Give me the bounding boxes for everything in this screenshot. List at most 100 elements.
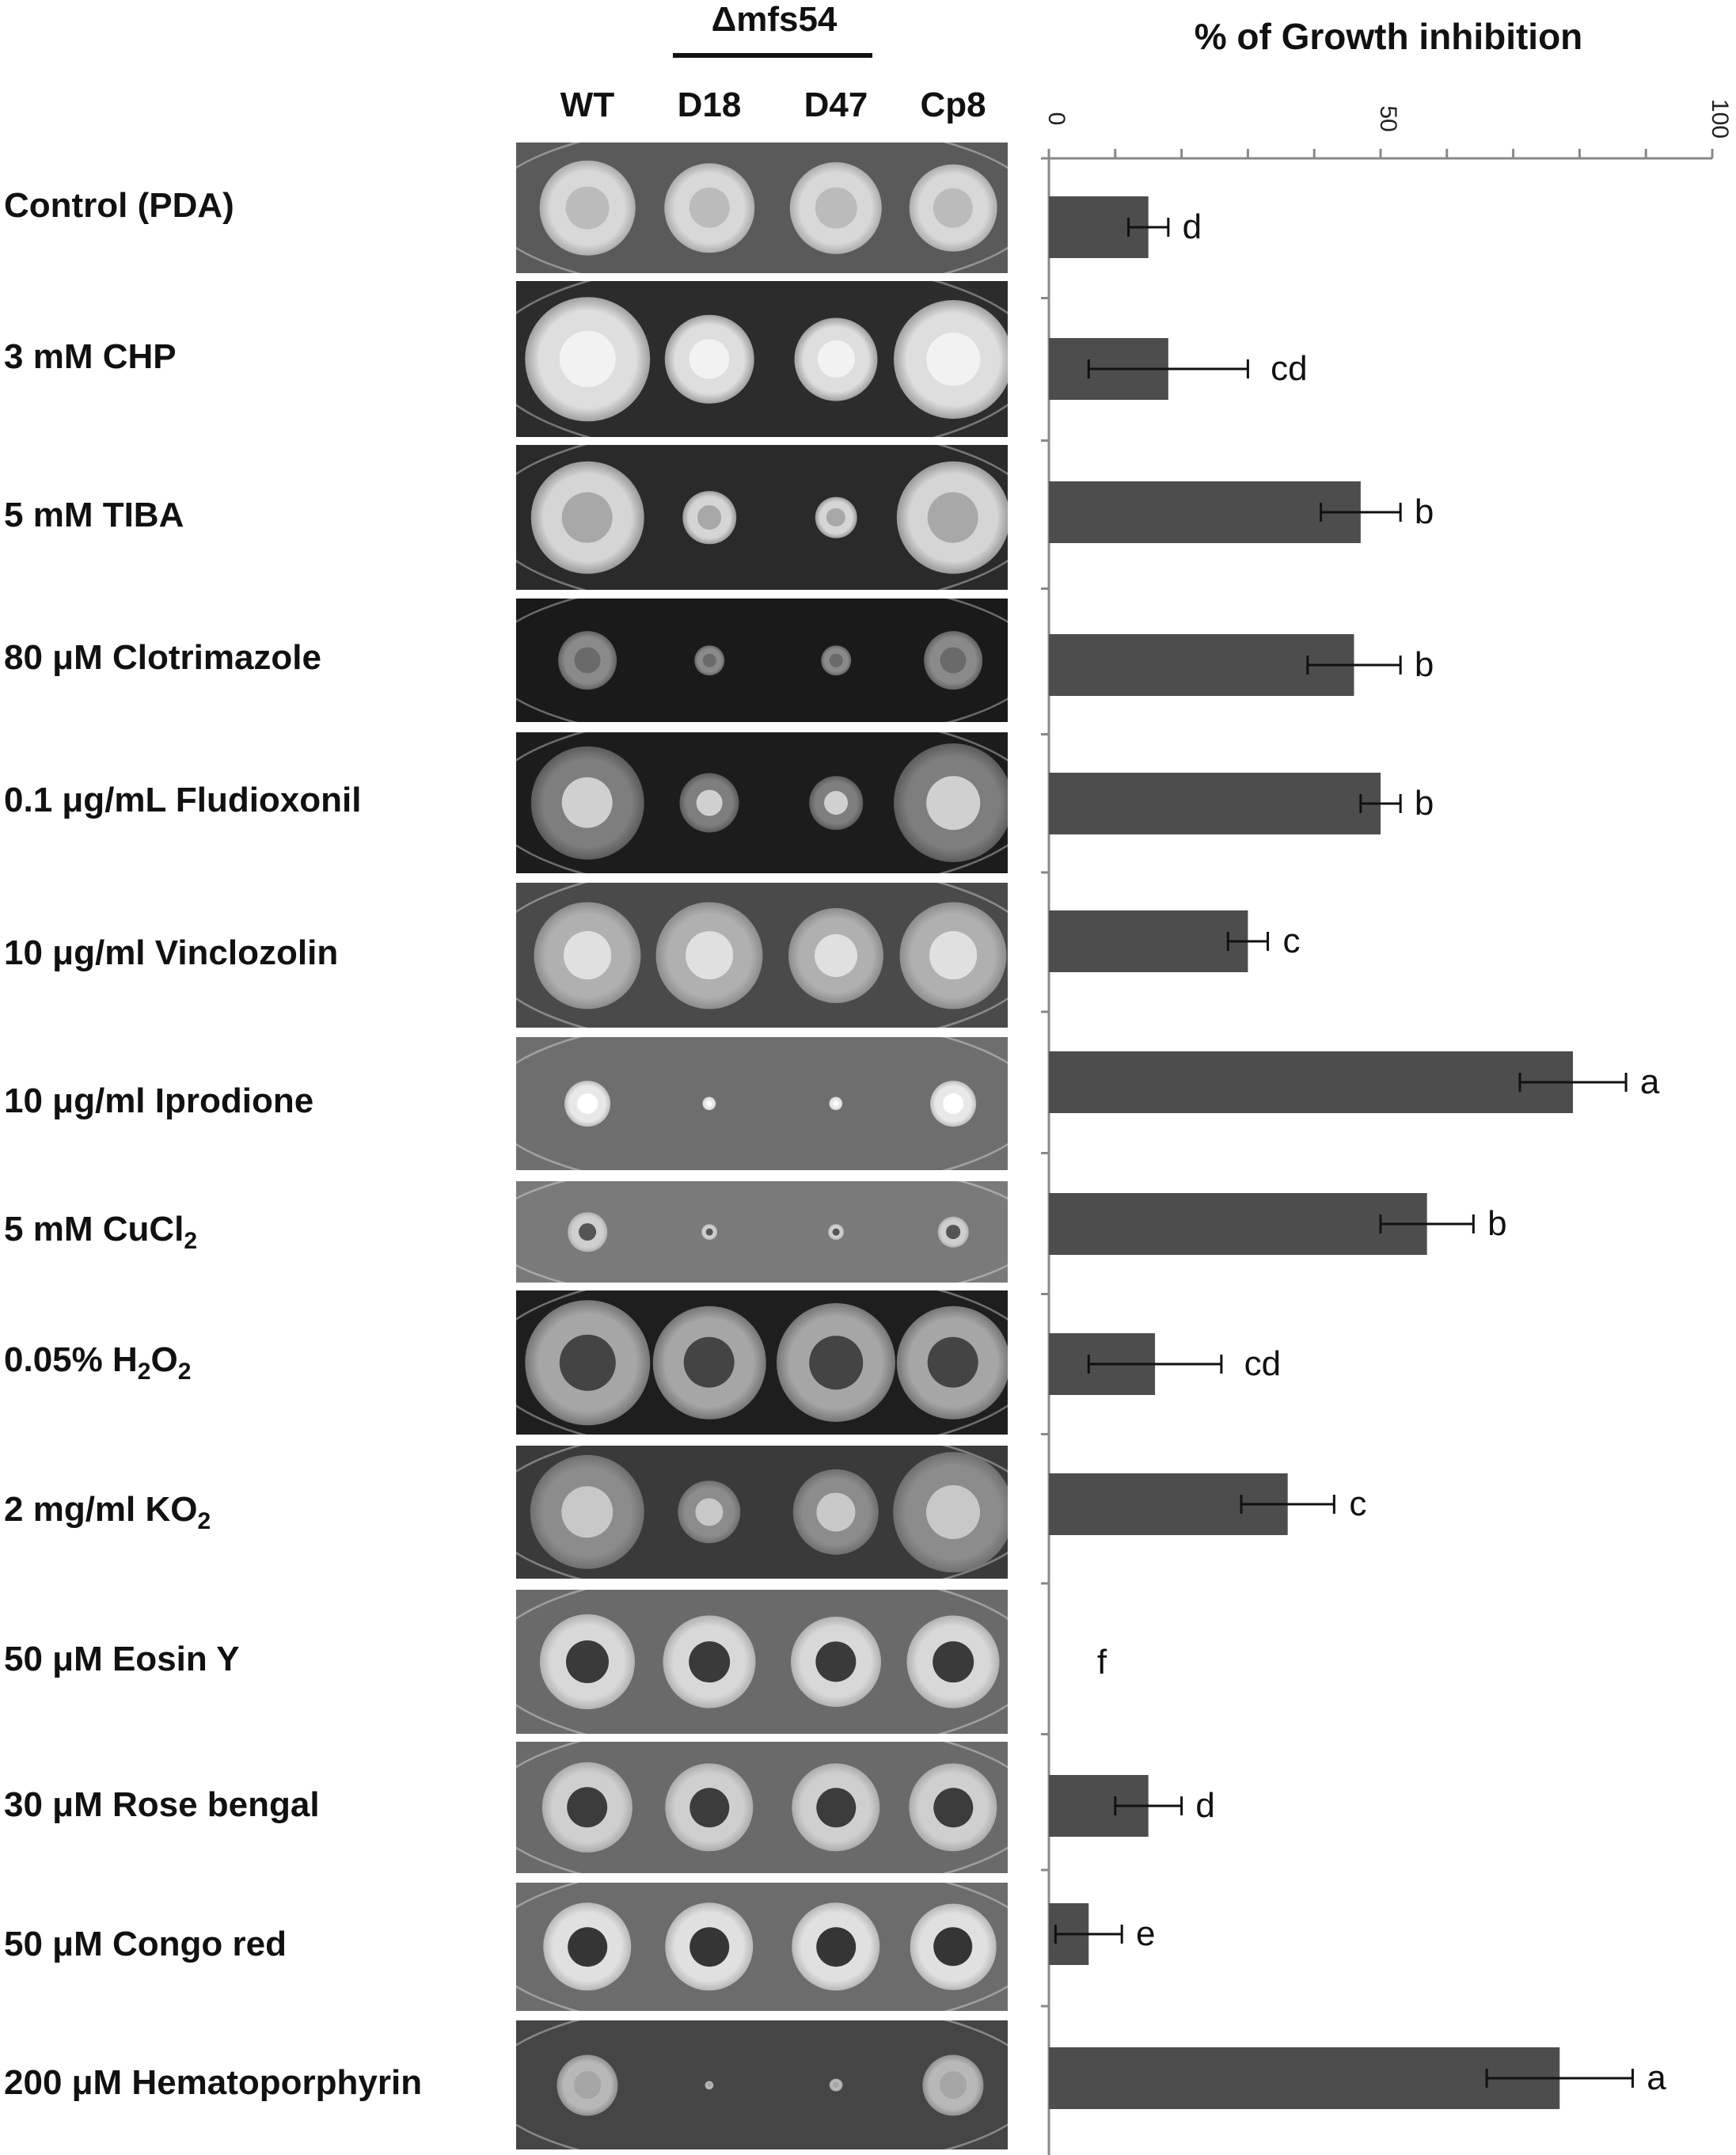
fungal-colony bbox=[541, 1762, 633, 1853]
treatment-label: 0.05% H2O2 bbox=[4, 1340, 191, 1385]
fungal-colony bbox=[809, 776, 863, 830]
fungal-colony bbox=[568, 1212, 607, 1252]
plate-image bbox=[516, 1590, 1008, 1734]
colony-center bbox=[816, 1492, 856, 1532]
fungal-colony bbox=[665, 1763, 754, 1852]
fungal-colony bbox=[906, 1615, 1000, 1708]
colony-center bbox=[815, 1641, 857, 1682]
fungal-colony bbox=[678, 1480, 741, 1544]
subscript-text: 2 bbox=[177, 1358, 192, 1385]
treatment-label: 30 μM Rose bengal bbox=[4, 1785, 320, 1825]
colony-center bbox=[927, 492, 979, 543]
significance-letter: cd bbox=[1271, 349, 1307, 388]
significance-letter: b bbox=[1487, 1204, 1506, 1243]
fungal-colony bbox=[910, 1903, 997, 1990]
fungal-colony bbox=[530, 461, 644, 574]
fungal-colony bbox=[828, 1224, 844, 1240]
fungal-colony bbox=[525, 296, 650, 422]
label-text: 50 μM Congo red bbox=[4, 1925, 287, 1963]
fungal-colony bbox=[791, 1617, 881, 1707]
treatment-label: 3 mM CHP bbox=[4, 337, 177, 377]
label-text: 200 μM Hematoporphyrin bbox=[4, 2062, 423, 2102]
x-tick-label: 0 bbox=[1043, 112, 1069, 126]
colony-center bbox=[927, 1336, 979, 1389]
colony-center bbox=[567, 1926, 608, 1967]
colony-center bbox=[815, 933, 857, 977]
colony-center bbox=[567, 1787, 608, 1828]
significance-letter: d bbox=[1183, 207, 1202, 246]
colony-center bbox=[565, 186, 610, 230]
fungal-colony bbox=[792, 1763, 880, 1852]
colony-center bbox=[563, 931, 612, 979]
plate-image bbox=[516, 143, 1008, 273]
colony-center bbox=[706, 1100, 712, 1107]
fungal-colony bbox=[558, 631, 617, 690]
fungal-colony bbox=[896, 1306, 1008, 1420]
label-text: O bbox=[150, 1340, 178, 1379]
label-text: 5 mM TIBA bbox=[4, 495, 184, 534]
fungal-colony bbox=[652, 1306, 766, 1420]
colony-center bbox=[561, 492, 613, 543]
label-text: Control (PDA) bbox=[4, 185, 234, 225]
colony-center bbox=[566, 1640, 609, 1683]
significance-letter: cd bbox=[1244, 1344, 1281, 1383]
colony-center bbox=[815, 1926, 857, 1967]
fungal-colony bbox=[792, 1469, 879, 1556]
fungal-colony bbox=[821, 645, 851, 675]
colony-center bbox=[689, 1926, 730, 1967]
plate-image bbox=[516, 1446, 1008, 1579]
colony-center bbox=[815, 1787, 857, 1828]
fungal-colony bbox=[922, 2054, 984, 2116]
x-tick-label: 50 bbox=[1375, 105, 1401, 131]
label-text: 0.05% H bbox=[4, 1340, 138, 1379]
label-text: 3 mM CHP bbox=[4, 336, 177, 376]
colony-center bbox=[833, 2081, 839, 2088]
colony-center bbox=[683, 1336, 735, 1389]
label-text: 50 μM Eosin Y bbox=[4, 1640, 240, 1678]
colony-center bbox=[933, 188, 973, 228]
colony-center bbox=[940, 647, 967, 674]
label-text: 10 μg/ml Vinclozolin bbox=[4, 933, 339, 972]
colony-center bbox=[926, 776, 980, 830]
mutant-group-bracket bbox=[673, 53, 872, 58]
colony-center bbox=[559, 1334, 616, 1391]
fungal-colony bbox=[682, 490, 736, 545]
strain-header-d18: D18 bbox=[677, 86, 742, 124]
colony-center bbox=[817, 340, 855, 378]
plate-image bbox=[516, 2020, 1008, 2149]
colony-center bbox=[573, 2071, 602, 2099]
colony-center bbox=[702, 653, 716, 667]
fungal-colony bbox=[564, 1081, 610, 1127]
fungal-colony bbox=[679, 773, 739, 833]
treatment-label: 50 μM Eosin Y bbox=[4, 1640, 240, 1679]
strain-header-cp8: Cp8 bbox=[920, 86, 986, 124]
colony-center bbox=[926, 332, 980, 386]
plate-image bbox=[516, 1290, 1008, 1435]
fungal-colony bbox=[664, 162, 754, 253]
colony-center bbox=[697, 505, 722, 530]
colony-center bbox=[688, 1640, 731, 1683]
fungal-colony bbox=[899, 902, 1007, 1009]
label-text: 80 μM Clotrimazole bbox=[4, 638, 322, 677]
fungal-colony bbox=[694, 645, 724, 675]
label-text: 10 μg/ml Iprodione bbox=[4, 1081, 314, 1120]
significance-letter: f bbox=[1097, 1643, 1107, 1682]
label-text: 30 μM Rose bengal bbox=[4, 1785, 320, 1824]
fungal-colony bbox=[534, 902, 641, 1009]
colony-center bbox=[696, 789, 723, 816]
significance-letter: a bbox=[1640, 1062, 1660, 1101]
colony-center bbox=[933, 1787, 974, 1828]
subscript-text: 2 bbox=[184, 1227, 198, 1254]
significance-letter: b bbox=[1415, 492, 1434, 531]
significance-letter: c bbox=[1349, 1484, 1366, 1523]
fungal-colony bbox=[788, 907, 883, 1003]
mutant-group-label: Δmfs54 bbox=[711, 0, 838, 39]
fungal-colony bbox=[705, 2080, 714, 2090]
colony-center bbox=[946, 1225, 960, 1239]
colony-center bbox=[689, 187, 730, 229]
chart-title: % of Growth inhibition bbox=[1195, 16, 1583, 57]
fungal-colony bbox=[702, 1097, 716, 1111]
fungal-colony bbox=[794, 317, 878, 401]
treatment-label: 5 mM TIBA bbox=[4, 496, 184, 535]
